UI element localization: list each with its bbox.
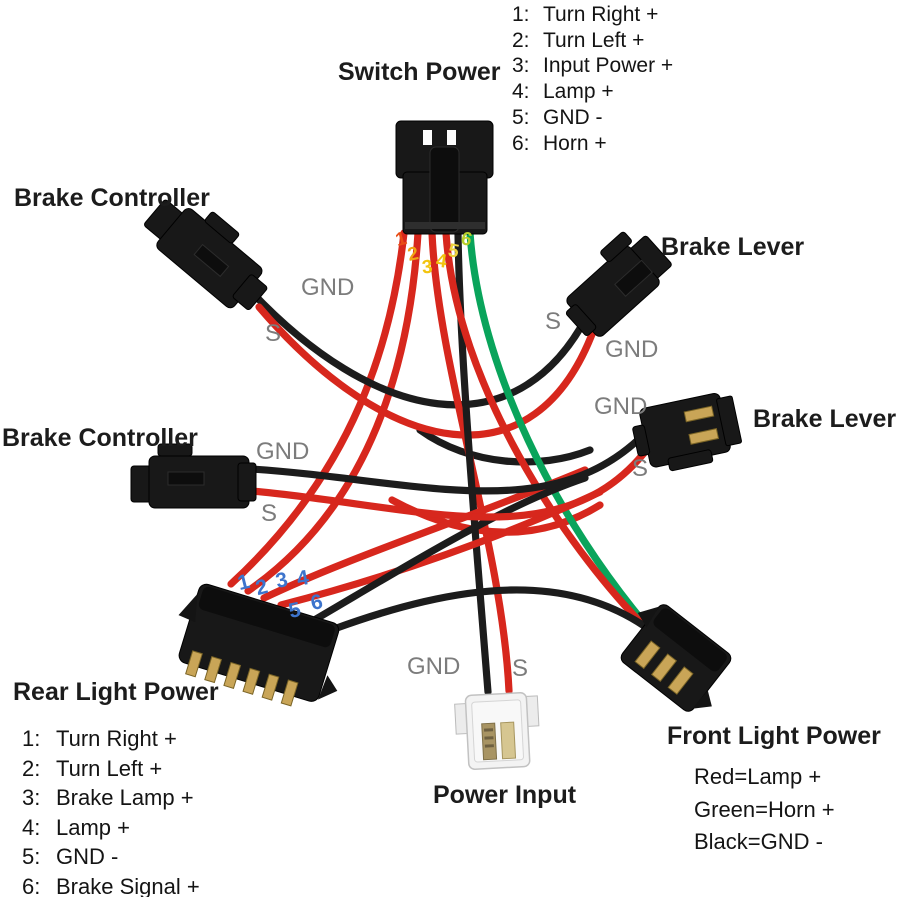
pin-function: GND - <box>56 844 119 870</box>
legend-item: 2: Turn Left + <box>512 28 673 54</box>
pin-number: 5: <box>22 844 41 870</box>
green-wire <box>466 229 657 637</box>
legend-item: Black=GND - <box>694 826 835 859</box>
red-wire <box>255 303 598 439</box>
gnd-label-brake-controller-top: GND <box>301 274 355 301</box>
brake-lever-top-title: Brake Lever <box>661 233 805 261</box>
pin-number: 1: <box>22 726 41 751</box>
brake-lever-mid-title: Brake Lever <box>753 405 897 433</box>
switch-power-connector <box>395 120 494 235</box>
gnd-label-brake-lever-mid: GND <box>594 393 648 420</box>
rear-light-power-title: Rear Light Power <box>13 678 219 706</box>
switch-power-title: Switch Power <box>338 58 501 86</box>
pin-function: GND - <box>543 105 603 129</box>
brake-controller-top-connector <box>144 199 268 311</box>
brake-lever-top-connector <box>565 231 672 337</box>
legend-item: 1: Turn Right + <box>512 2 673 28</box>
legend-item: 5: GND - <box>512 105 673 131</box>
red-wire <box>244 229 422 595</box>
legend-item: 6: Brake Signal + <box>22 872 200 897</box>
switch-pinout-legend: 1: Turn Right + 2: Turn Left + 3: Input Pow… <box>512 2 673 156</box>
black-wire <box>312 474 589 623</box>
pin-function: Lamp + <box>56 814 130 840</box>
brake-lever-mid-connector <box>632 392 742 472</box>
rear-light-pinout-legend: 1: Turn Right + 2: Turn Left + 3: Brake Lam… <box>22 724 200 897</box>
pin-number: 1: <box>512 3 530 26</box>
brake-controller-mid-title: Brake Controller <box>2 424 198 452</box>
legend-item: 1: Turn Right + <box>22 724 200 754</box>
pin-function: Turn Left + <box>543 28 645 52</box>
legend-item: 3: Input Power + <box>512 53 673 79</box>
front-light-connector <box>620 604 732 712</box>
black-wire <box>330 586 668 645</box>
switch-pin-number-3: 3 <box>421 256 434 279</box>
pin-number: 4: <box>512 80 530 104</box>
black-wire <box>454 229 492 696</box>
red-wire <box>442 229 647 629</box>
color-function: Red=Lamp + <box>694 764 822 789</box>
legend-item: 3: Brake Lamp + <box>22 783 200 813</box>
color-function: Black=GND - <box>694 829 823 854</box>
pin-function: Horn + <box>543 131 607 155</box>
rear-light-connector <box>178 583 340 707</box>
legend-item: 4: Lamp + <box>22 813 200 843</box>
pin-number: 5: <box>512 105 530 129</box>
s-label-brake-controller-mid: S <box>261 500 278 527</box>
front-light-color-legend: Red=Lamp + Green=Horn + Black=GND - <box>694 761 835 859</box>
black-wire <box>416 426 594 466</box>
pin-number: 2: <box>512 28 530 52</box>
pin-function: Turn Right + <box>56 726 177 751</box>
pin-number: 4: <box>22 814 41 840</box>
black-wire <box>247 424 654 495</box>
front-light-power-title: Front Light Power <box>667 722 881 750</box>
pin-number: 6: <box>512 131 530 155</box>
pin-number: 6: <box>22 873 41 897</box>
legend-item: Green=Horn + <box>694 794 835 827</box>
pin-function: Input Power + <box>543 54 674 78</box>
pin-function: Turn Left + <box>56 755 163 781</box>
power-input-title: Power Input <box>433 781 577 809</box>
pin-number: 3: <box>22 785 41 811</box>
pin-function: Turn Right + <box>543 3 659 26</box>
red-wire <box>227 229 408 588</box>
color-function: Green=Horn + <box>694 796 835 822</box>
gnd-label-brake-lever-top: GND <box>605 336 659 363</box>
legend-item: Red=Lamp + <box>694 761 835 794</box>
gnd-label-brake-controller-mid: GND <box>256 438 310 465</box>
legend-item: 5: GND - <box>22 842 200 872</box>
brake-controller-top-title: Brake Controller <box>14 184 210 212</box>
power-input-connector <box>454 691 540 770</box>
red-wire <box>247 440 655 521</box>
pin-function: Brake Lamp + <box>56 785 194 811</box>
brake-controller-mid-connector <box>130 443 257 509</box>
pin-function: Lamp + <box>543 80 614 104</box>
gnd-label-power-input: GND <box>407 653 461 680</box>
pin-number: 2: <box>22 755 41 781</box>
s-label-brake-lever-mid: S <box>632 455 649 482</box>
legend-item: 6: Horn + <box>512 131 673 157</box>
s-label-power-input: S <box>512 655 529 682</box>
black-wire <box>243 283 590 409</box>
legend-item: 2: Turn Left + <box>22 754 200 784</box>
pin-number: 3: <box>512 54 530 78</box>
s-label-brake-controller-top: S <box>265 320 282 347</box>
legend-item: 4: Lamp + <box>512 79 673 105</box>
wires <box>227 229 668 696</box>
s-label-brake-lever-top: S <box>545 308 562 335</box>
pin-function: Brake Signal + <box>56 873 200 897</box>
